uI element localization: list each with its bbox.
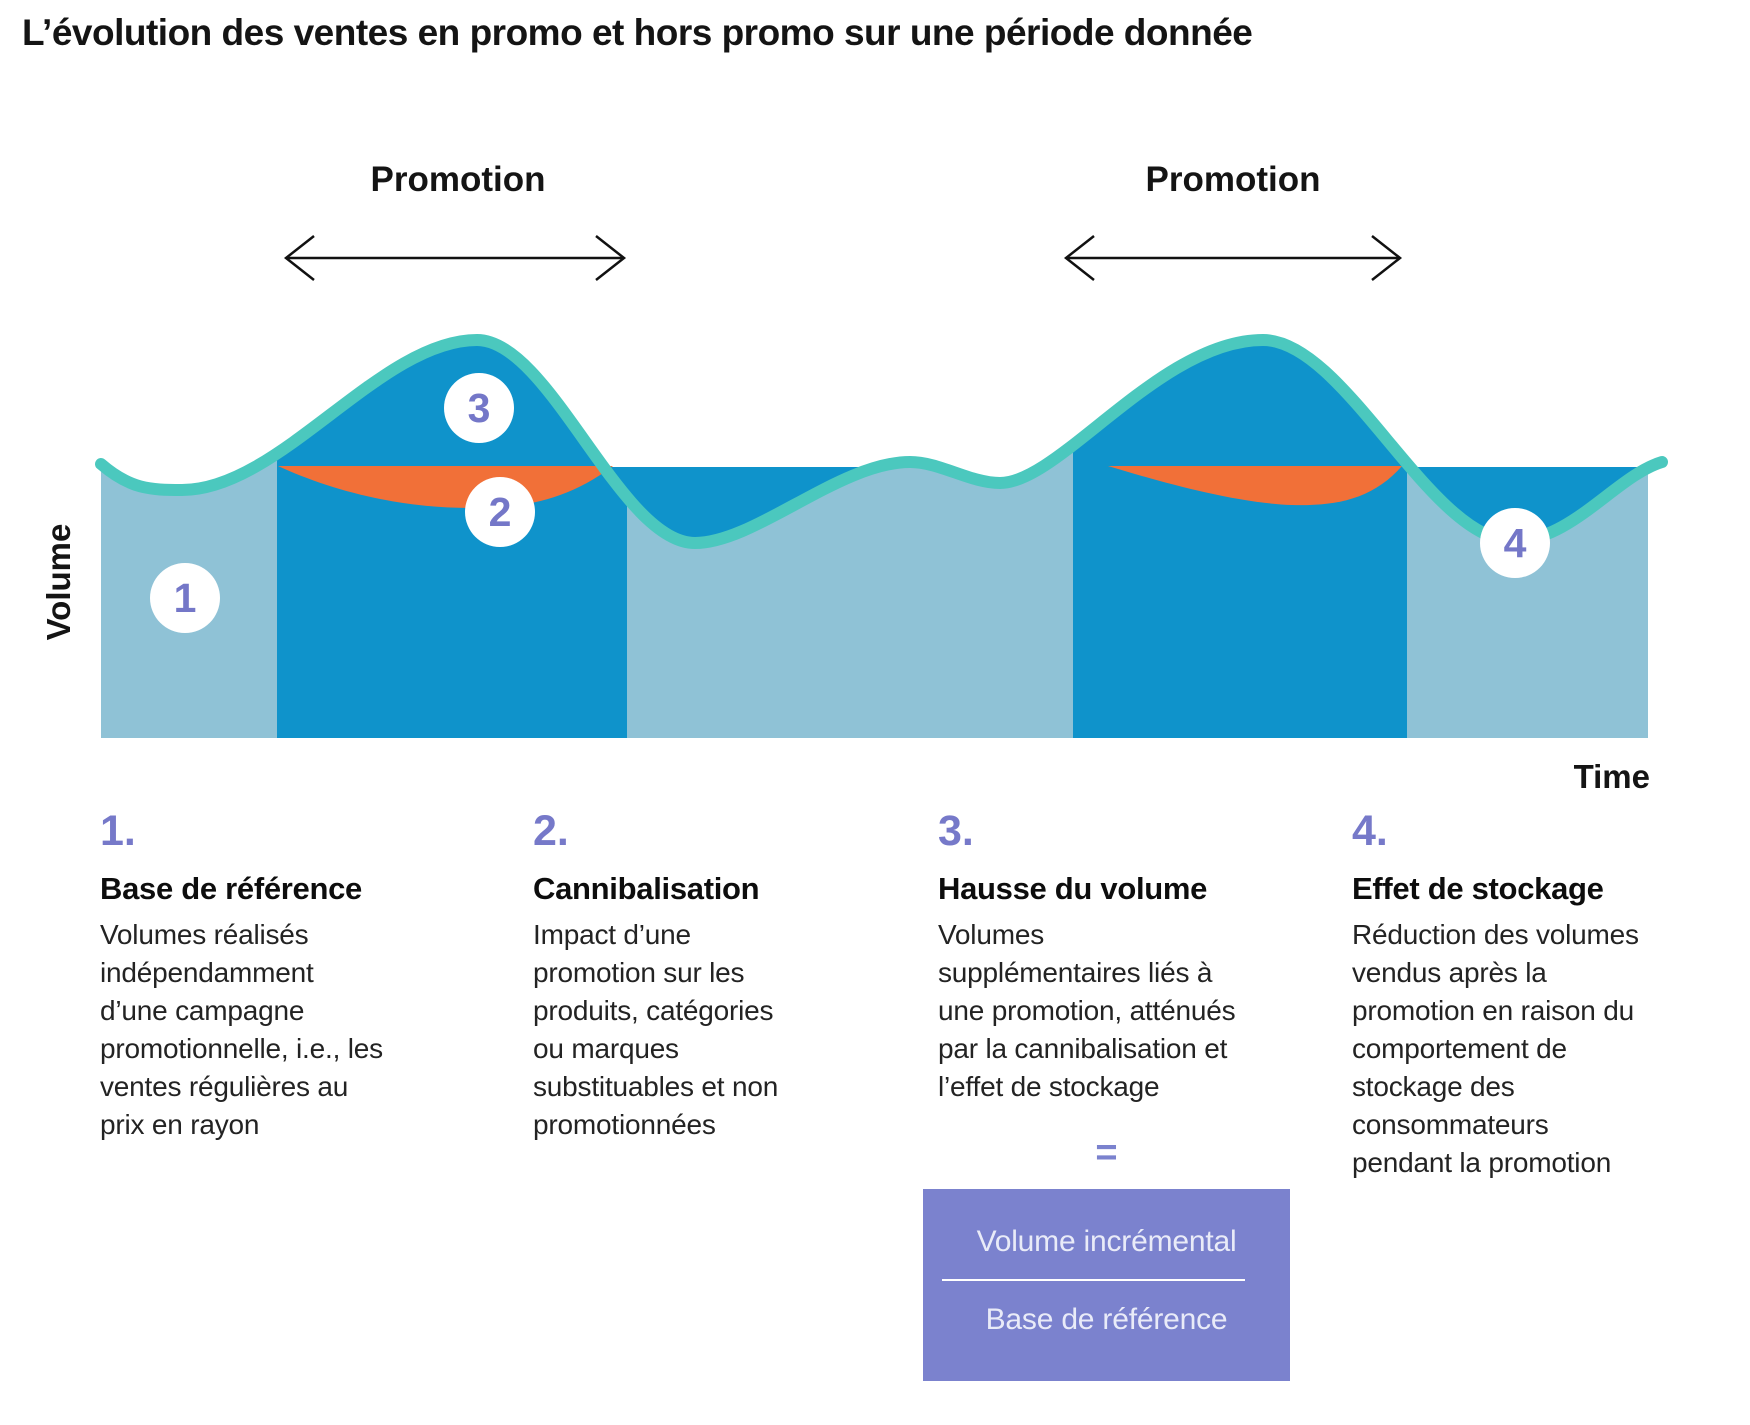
promo-volume-band-2	[1073, 340, 1407, 738]
legend-3-heading: Hausse du volume	[938, 871, 1208, 907]
y-axis-label: Volume	[40, 523, 77, 641]
sales-evolution-chart	[95, 235, 1668, 738]
promo-volume-band-1	[277, 340, 627, 738]
marker-circle-1: 1	[150, 563, 220, 633]
legend-4-body: Réduction des volumes vendus après la pr…	[1352, 919, 1639, 1179]
legend-2-body: Impact d’une promotion sur les produits,…	[533, 919, 779, 1141]
legend-item-effet-de-stockage: 4. Effet de stockage Réduction des volum…	[1352, 807, 1742, 1182]
equation-denominator: Base de référence	[985, 1303, 1228, 1336]
marker-circle-2: 2	[465, 477, 535, 547]
marker-2-number: 2	[488, 488, 512, 535]
legend-3-body: Volumes supplémentaires liés à une promo…	[938, 919, 1236, 1103]
fraction-divider-line	[942, 1279, 1245, 1281]
legend-1-body: Volumes réalisés indépendamment d’une ca…	[100, 919, 383, 1141]
sales-curve	[95, 333, 1668, 550]
legend-item-hausse-du-volume: 3. Hausse du volume Volumes supplémentai…	[938, 807, 1318, 1106]
marker-4-number: 4	[1503, 519, 1527, 566]
promotion-label-2: Promotion	[1145, 160, 1321, 199]
marker-3-number: 3	[467, 384, 491, 431]
legend-1-number: 1.	[100, 807, 136, 855]
legend-item-cannibalisation: 2. Cannibalisation Impact d’une promotio…	[533, 807, 898, 1144]
legend-1-heading: Base de référence	[100, 871, 363, 907]
legend-4-number: 4.	[1352, 807, 1388, 855]
equation-numerator: Volume incrémental	[976, 1225, 1237, 1258]
x-axis-label: Time	[1573, 758, 1650, 795]
promotion-range-arrow-1	[283, 235, 627, 281]
page-title: L’évolution des ventes en promo et hors …	[22, 12, 1253, 53]
cannibalisation-area-2	[1108, 466, 1402, 506]
marker-circle-4: 4	[1480, 508, 1550, 578]
promotion-label-1: Promotion	[370, 160, 546, 199]
legend-2-heading: Cannibalisation	[533, 871, 760, 907]
promotion-range-arrow-2	[1063, 235, 1403, 281]
equals-sign: =	[1095, 1132, 1118, 1174]
legend-4-heading: Effet de stockage	[1352, 871, 1604, 907]
marker-circle-3: 3	[444, 373, 514, 443]
marker-1-number: 1	[173, 574, 197, 621]
legend-item-base-de-reference: 1. Base de référence Volumes réalisés in…	[100, 807, 465, 1144]
legend-2-number: 2.	[533, 807, 569, 855]
uplift-ratio-box: Volume incrémental Base de référence	[923, 1189, 1290, 1381]
legend-3-number: 3.	[938, 807, 974, 855]
